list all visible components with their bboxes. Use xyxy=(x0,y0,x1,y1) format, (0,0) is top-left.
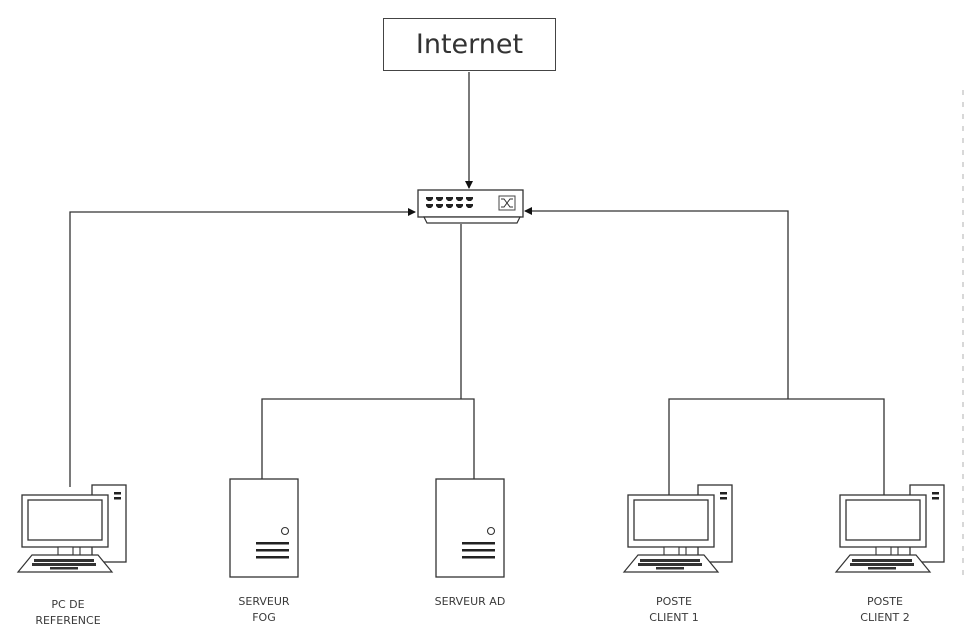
page-edge-dots xyxy=(962,90,964,580)
switch-port xyxy=(456,204,463,208)
edge-pc-reference-switch xyxy=(69,208,416,487)
node-label-server-fog: SERVEUR FOG xyxy=(238,595,290,624)
desktop-computer-icon xyxy=(16,484,127,573)
edge-server-branch xyxy=(261,398,475,479)
server-tower-icon xyxy=(229,478,299,578)
edge-client-branch xyxy=(668,398,885,497)
desktop-computer-icon xyxy=(834,484,945,573)
switch-port xyxy=(456,197,463,201)
switch-port xyxy=(466,197,473,201)
node-label-client-1: POSTE CLIENT 1 xyxy=(649,595,699,624)
switch-port xyxy=(446,204,453,208)
network-switch-icon xyxy=(417,189,524,224)
desktop-computer-icon xyxy=(622,484,733,573)
node-label-pc-reference: PC DE REFERENCE xyxy=(35,598,101,627)
switch-port xyxy=(426,197,433,201)
node-label-client-2: POSTE CLIENT 2 xyxy=(860,595,910,624)
internet-node: Internet xyxy=(383,18,556,71)
switch-port xyxy=(436,204,443,208)
internet-label: Internet xyxy=(415,29,524,60)
switch-port xyxy=(426,204,433,208)
edge-clients-switch xyxy=(524,207,789,399)
server-tower-icon xyxy=(435,478,505,578)
switch-port xyxy=(446,197,453,201)
node-label-server-ad: SERVEUR AD xyxy=(434,595,506,608)
switch-port xyxy=(466,204,473,208)
switch-port xyxy=(436,197,443,201)
